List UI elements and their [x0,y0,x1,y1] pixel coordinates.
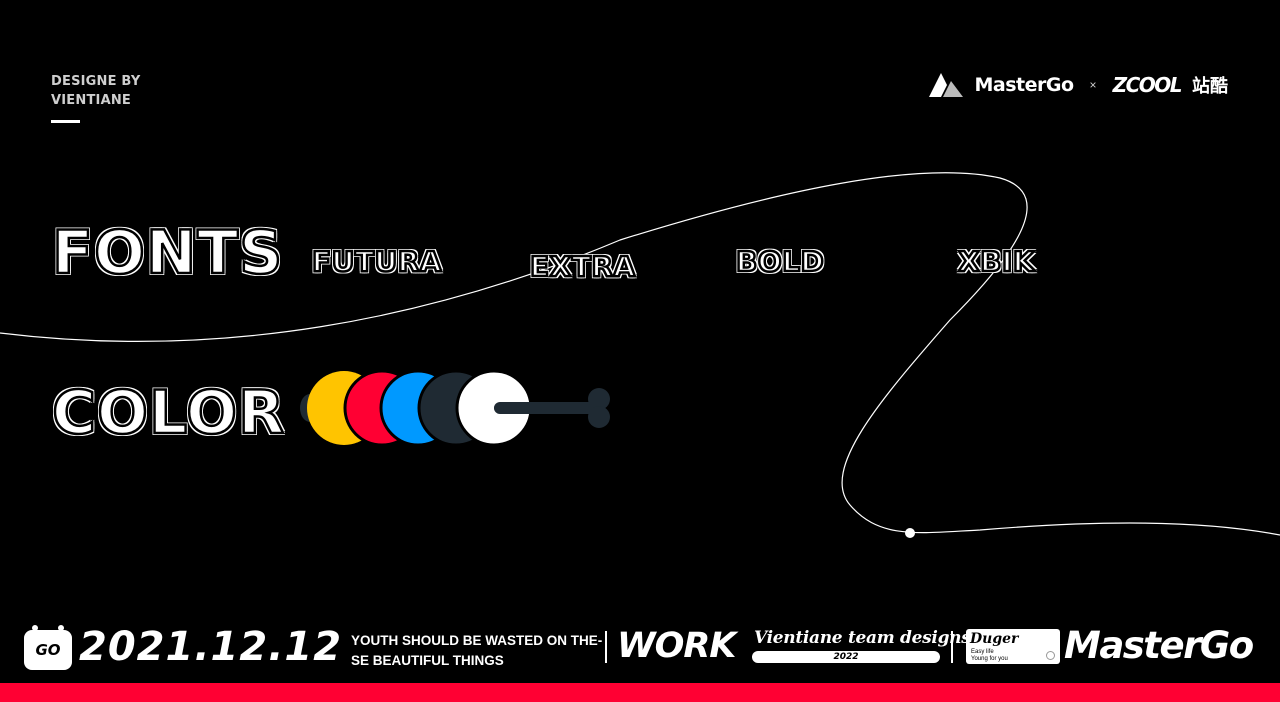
slogan-line-2: SE BEAUTIFUL THINGS [351,653,504,668]
fonts-title: FONTS [51,217,284,290]
zcool-logo-text: ZCOOL [1112,73,1183,97]
zcool-logo-cn: 站酷 [1192,76,1228,97]
mastergo-logo-text: MasterGo [974,74,1075,96]
credit-line-1: DESIGNE BY [51,74,141,89]
brand-logos: MasterGo × ZCOOL 站酷 [927,70,1228,100]
mastergo-logo-icon [928,73,963,97]
bone-handle-end-bottom [588,406,610,428]
work-label: WORK [617,626,736,666]
duger-tag-1: Easy life [971,649,994,655]
credit-line-2: VIENTIANE [51,93,131,108]
bone-handle-end-top [588,388,610,410]
curve-end-dot [905,528,915,538]
duger-name: Duger [970,631,1019,647]
go-badge-icon: GO [24,625,72,670]
team-label: Vientiane team designs [754,628,971,648]
collab-times: × [1089,78,1097,92]
mastergo-footer-logo: MasterGo [1064,624,1254,667]
accent-bar [0,683,1280,702]
font-sample-extra: EXTRA [529,249,637,285]
footer-divider-1 [605,631,607,663]
slogan-line-1: YOUTH SHOULD BE WASTED ON THE- [351,633,603,648]
bone-handle-inner [494,404,504,412]
duger-tagline: Easy life Young for you [971,649,1008,663]
duger-tag-2: Young for you [971,656,1008,662]
font-sample-bold: BOLD [735,244,825,280]
slogan: YOUTH SHOULD BE WASTED ON THE- SE BEAUTI… [351,631,603,671]
go-badge-text: GO [35,641,61,659]
designer-credit: DESIGNE BY VIENTIANE [51,72,140,110]
bone-handle-bar [494,402,600,414]
year-bar: 2022 [752,651,940,663]
event-date: 2021.12.12 [79,624,343,670]
font-sample-xbik: XBIK [957,244,1036,280]
duger-circle-icon [1046,651,1055,660]
credit-underline [51,120,80,123]
font-sample-futura: FUTURA [311,244,443,280]
color-title: COLOR [51,377,286,450]
duger-logo: Duger Easy life Young for you [966,629,1060,664]
color-swatches [300,369,610,447]
footer-divider-2 [951,631,953,663]
